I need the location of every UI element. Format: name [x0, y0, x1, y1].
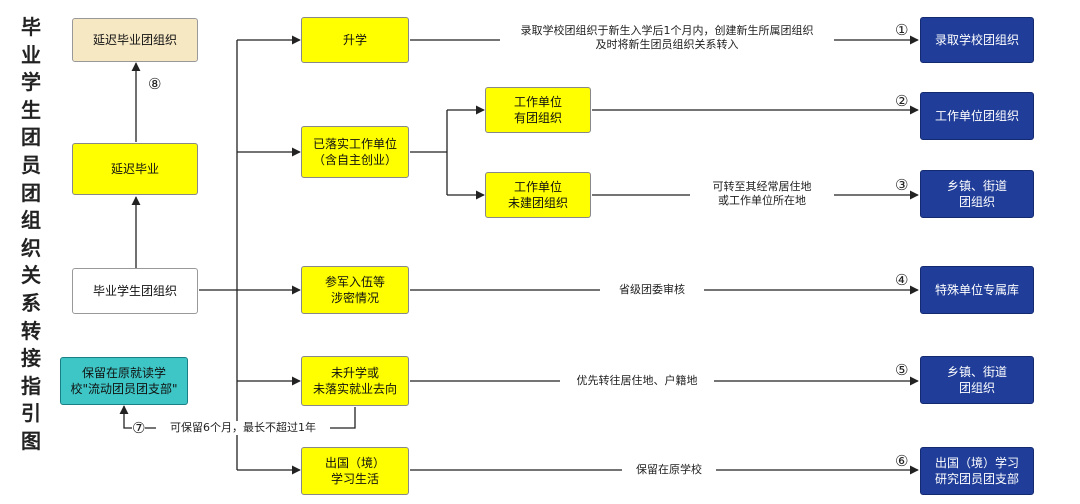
box-target-6: 出国（境）学习 研究团员团支部	[920, 447, 1034, 495]
box-delayed-grad-org: 延迟毕业团组织	[72, 18, 198, 62]
marker-8: ⑧	[148, 75, 162, 93]
box-abroad: 出国（境） 学习生活	[301, 447, 409, 495]
box-employed: 已落实工作单位 （含自主创业）	[301, 126, 409, 178]
box-target-1: 录取学校团组织	[920, 17, 1034, 63]
page-title: 毕业学生团员团组织关系转接指引图	[21, 15, 41, 453]
box-target-4: 特殊单位专属库	[920, 266, 1034, 314]
marker-3: ③	[895, 176, 909, 194]
box-work-with-org: 工作单位 有团组织	[485, 87, 591, 133]
marker-6: ⑥	[895, 452, 909, 470]
label-route-6: 保留在原学校	[622, 463, 716, 477]
box-undecided: 未升学或 未落实就业去向	[301, 356, 409, 406]
box-delayed-grad: 延迟毕业	[72, 143, 198, 195]
box-target-5: 乡镇、街道 团组织	[920, 356, 1034, 404]
label-route-7: 可保留6个月，最长不超过1年	[156, 421, 330, 435]
label-route-4: 省级团委审核	[600, 283, 704, 297]
box-military: 参军入伍等 涉密情况	[301, 266, 409, 314]
label-route-3: 可转至其经常居住地 或工作单位所在地	[690, 180, 834, 208]
box-target-2: 工作单位团组织	[920, 92, 1034, 140]
marker-5: ⑤	[895, 361, 909, 379]
marker-4: ④	[895, 271, 909, 289]
box-target-3: 乡镇、街道 团组织	[920, 170, 1034, 218]
marker-2: ②	[895, 92, 909, 110]
box-grad-org: 毕业学生团组织	[72, 268, 198, 314]
box-further-study: 升学	[301, 17, 409, 63]
label-route-5: 优先转往居住地、户籍地	[560, 374, 714, 388]
label-route-1: 录取学校团组织于新生入学后1个月内，创建新生所属团组织 及时将新生团员组织关系转…	[500, 24, 834, 52]
box-work-no-org: 工作单位 未建团组织	[485, 172, 591, 218]
marker-1: ①	[895, 21, 909, 39]
box-keep-original: 保留在原就读学 校"流动团员团支部"	[60, 357, 188, 405]
marker-7: ⑦	[132, 419, 146, 437]
